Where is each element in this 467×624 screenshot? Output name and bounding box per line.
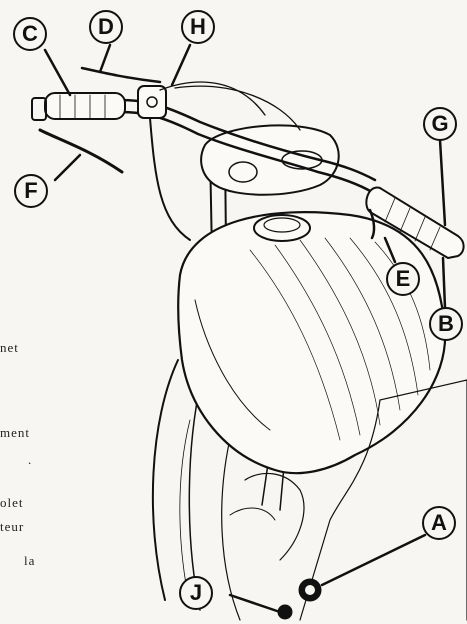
left-grip <box>32 93 125 120</box>
control-lever-top <box>82 68 160 82</box>
callout-f: F <box>14 174 48 208</box>
callout-h: H <box>181 10 215 44</box>
text-fragment: la <box>24 553 35 569</box>
filler-cap <box>254 215 310 241</box>
callout-e: E <box>386 262 420 296</box>
text-fragment: teur <box>0 519 24 535</box>
text-fragment: olet <box>0 495 24 511</box>
clutch-lever <box>40 130 122 172</box>
text-fragment: . <box>28 452 32 468</box>
callout-d: D <box>89 10 123 44</box>
callout-a: A <box>422 506 456 540</box>
callout-g: G <box>423 107 457 141</box>
control-clamp <box>138 86 166 118</box>
callout-c: C <box>13 17 47 51</box>
callout-b: B <box>429 307 463 341</box>
fuel-tank <box>178 212 445 473</box>
component-a-cap <box>299 579 321 601</box>
text-fragment: net <box>0 340 19 356</box>
text-fragment: ment <box>0 425 30 441</box>
callout-j: J <box>179 576 213 610</box>
